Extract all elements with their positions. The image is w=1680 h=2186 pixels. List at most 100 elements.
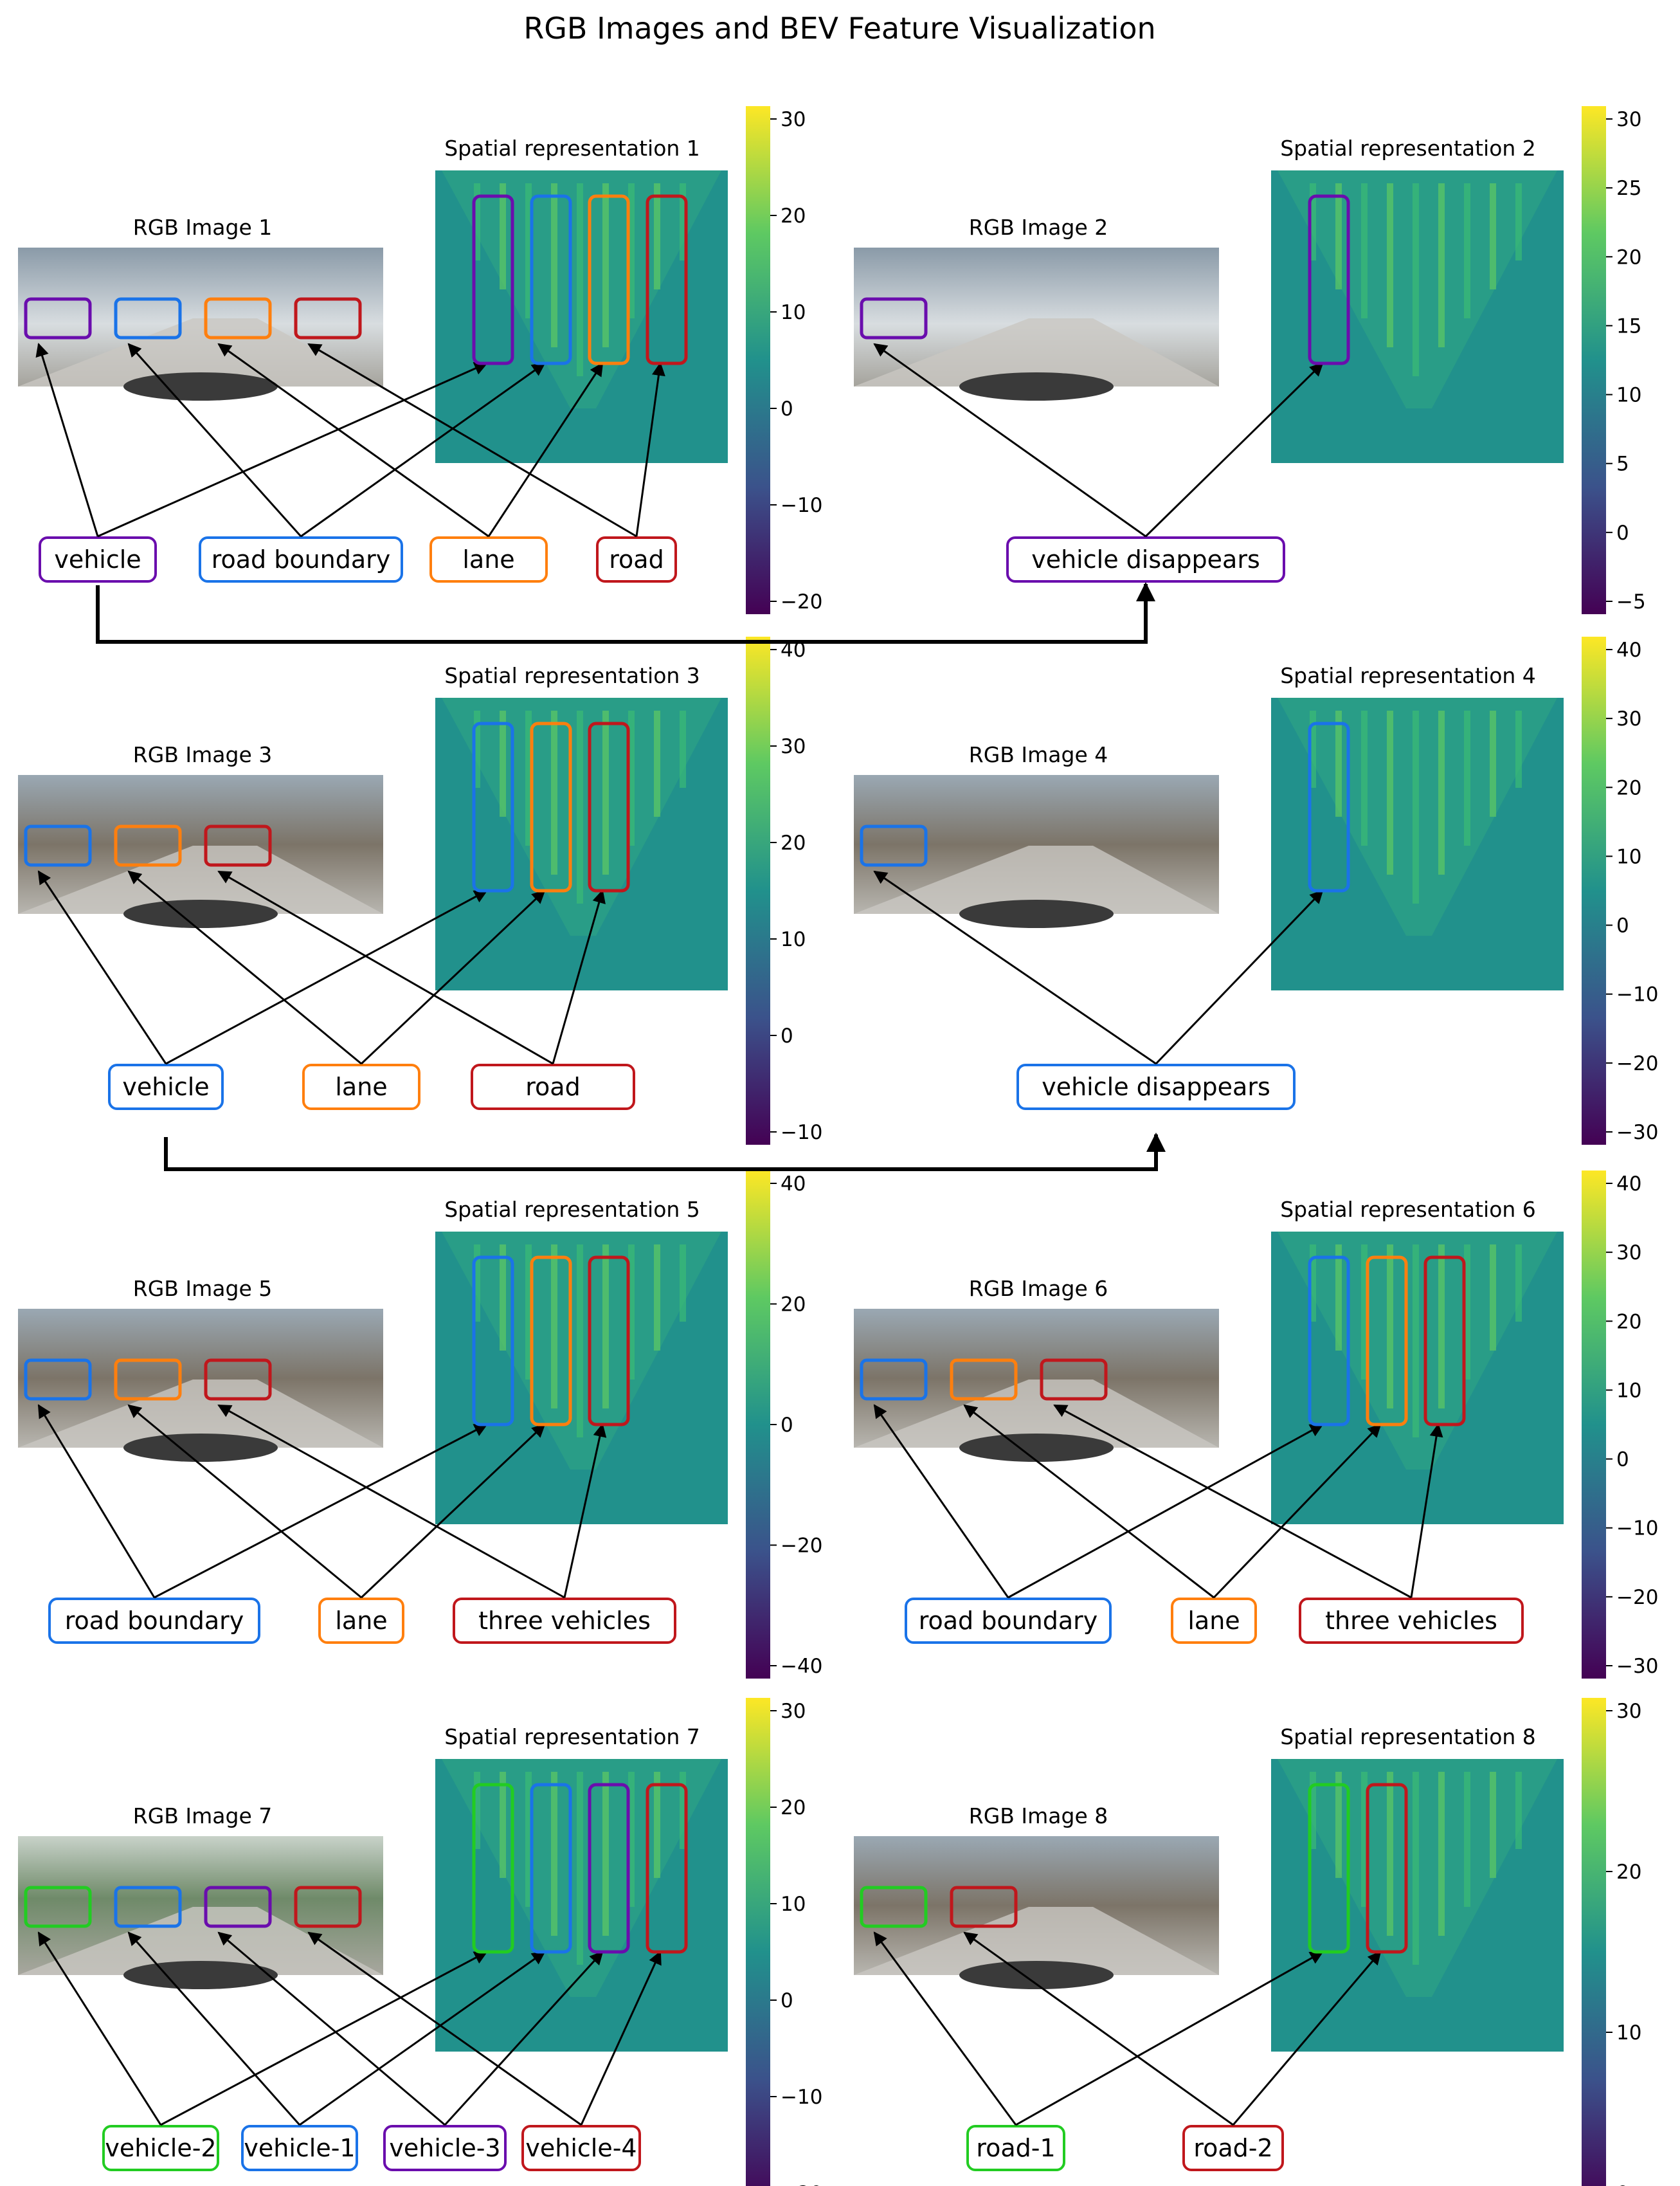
colorbar-tick-label: 30 <box>781 108 806 131</box>
arrow-to-bev <box>563 1423 607 1598</box>
bev-streak <box>1438 1244 1445 1408</box>
concept-label-box <box>1171 1598 1257 1644</box>
bev-highlight-box <box>588 194 630 365</box>
bev-streak <box>551 711 557 875</box>
bev-highlight-box <box>588 1783 630 1954</box>
concept-label-box <box>1182 2125 1284 2171</box>
colorbar-tick-label: 10 <box>781 301 806 324</box>
colorbar-tick-label: −20 <box>781 2182 822 2186</box>
bev-streak <box>1361 1772 1368 1907</box>
bev-streak <box>1490 711 1496 817</box>
bev-streak <box>654 183 660 289</box>
bev-streak <box>1387 1772 1393 1936</box>
spatial-title: Spatial representation 2 <box>1280 136 1536 161</box>
bev-streak <box>1413 711 1419 904</box>
bev-streak <box>628 1244 635 1380</box>
bev-highlight-box <box>646 194 688 365</box>
rgb-highlight-box <box>204 824 272 867</box>
ego-car-hood <box>123 1434 278 1462</box>
rgb-highlight-box <box>1040 1358 1108 1401</box>
colorbar-tick-label: −40 <box>781 1655 822 1678</box>
arrow-to-bev <box>360 1423 546 1599</box>
bev-highlight-box <box>1308 1255 1350 1426</box>
road-surface <box>18 318 383 387</box>
bev-highlight-box <box>472 722 514 893</box>
bev-streak <box>654 1772 660 1878</box>
rgb-highlight-box <box>114 1358 182 1401</box>
bev-streak <box>500 711 506 817</box>
concept-label: vehicle <box>122 1073 209 1101</box>
rgb-highlight-box <box>860 824 928 867</box>
arrow-to-bev <box>300 362 546 538</box>
bev-streak <box>1413 1772 1419 1965</box>
bev-streak <box>1387 183 1393 347</box>
rgb-image-title: RGB Image 4 <box>969 742 1108 767</box>
colorbar-tick-label: −20 <box>781 590 822 614</box>
colorbar-tick-label: −20 <box>1616 1052 1658 1075</box>
arrow-to-rgb <box>307 343 637 538</box>
bev-streak <box>1310 183 1316 260</box>
rgb-image-title: RGB Image 8 <box>969 1803 1108 1828</box>
colorbar-tick-label: 30 <box>1616 707 1641 731</box>
rgb-highlight-box <box>114 824 182 867</box>
concept-label: lane <box>1188 1607 1240 1635</box>
arrow-to-rgb <box>963 1931 1234 2126</box>
bev-streak <box>1310 1772 1316 1849</box>
concept-label: lane <box>462 545 514 574</box>
rgb-highlight-box <box>114 1886 182 1928</box>
connector-row1 <box>96 582 1155 644</box>
bev-streak <box>654 1244 660 1351</box>
colorbar-tick-label: 10 <box>1616 384 1641 407</box>
bev-streak <box>551 183 557 347</box>
bev-streak <box>1413 183 1419 376</box>
colorbar-tick-label: 40 <box>781 1172 806 1196</box>
colorbar-tick-label: 30 <box>781 735 806 758</box>
ego-car-hood <box>123 372 278 401</box>
colorbar-tick-label: 10 <box>1616 1379 1641 1402</box>
concept-label: road <box>609 545 664 574</box>
colorbar-tick-label: 5 <box>1616 453 1629 476</box>
bev-highlight-box <box>530 722 572 893</box>
colorbar-tick-label: 40 <box>1616 639 1641 662</box>
rgb-image-title: RGB Image 1 <box>133 215 272 240</box>
colorbar-tick-label: 25 <box>1616 177 1641 200</box>
colorbar-tick-label: 20 <box>1616 1861 1641 1884</box>
concept-label: vehicle disappears <box>1031 545 1260 574</box>
arrow-to-rgb <box>127 343 302 538</box>
figure-title: RGB Images and BEV Feature Visualization <box>523 11 1155 46</box>
bev-streak <box>1438 183 1445 347</box>
road-surface <box>854 318 1219 387</box>
rgb-highlight-box <box>950 1358 1018 1401</box>
arrow-to-bev <box>1232 1951 1382 2126</box>
bev-highlight-box <box>1423 1255 1466 1426</box>
arrow-to-rgb <box>873 870 1157 1065</box>
concept-label-box <box>966 2125 1065 2171</box>
colorbar <box>746 1170 770 1679</box>
colorbar-tick-label: 0 <box>781 1025 793 1048</box>
rgb-image-title: RGB Image 7 <box>133 1803 272 1828</box>
bev-streak <box>680 1244 686 1322</box>
road-surface <box>854 1907 1219 1975</box>
arrow-to-rgb <box>127 870 362 1065</box>
bev-highlight-box <box>472 194 514 365</box>
bev-streak <box>1335 183 1342 289</box>
concept-label: three vehicles <box>1325 1607 1497 1635</box>
bev-streak <box>1515 711 1522 788</box>
concept-label-box <box>596 536 677 583</box>
arrow-to-rgb <box>217 1931 446 2126</box>
road-surface <box>854 1380 1219 1448</box>
spatial-title: Spatial representation 7 <box>444 1724 700 1749</box>
bev-streak <box>602 711 609 875</box>
colorbar <box>1582 1698 1606 2186</box>
colorbar-tick-label: 20 <box>781 1796 806 1819</box>
bev-streak <box>1464 1772 1470 1907</box>
spatial-title: Spatial representation 8 <box>1280 1724 1536 1749</box>
bev-streak <box>602 183 609 347</box>
bev-highlight-box <box>1308 1783 1350 1954</box>
